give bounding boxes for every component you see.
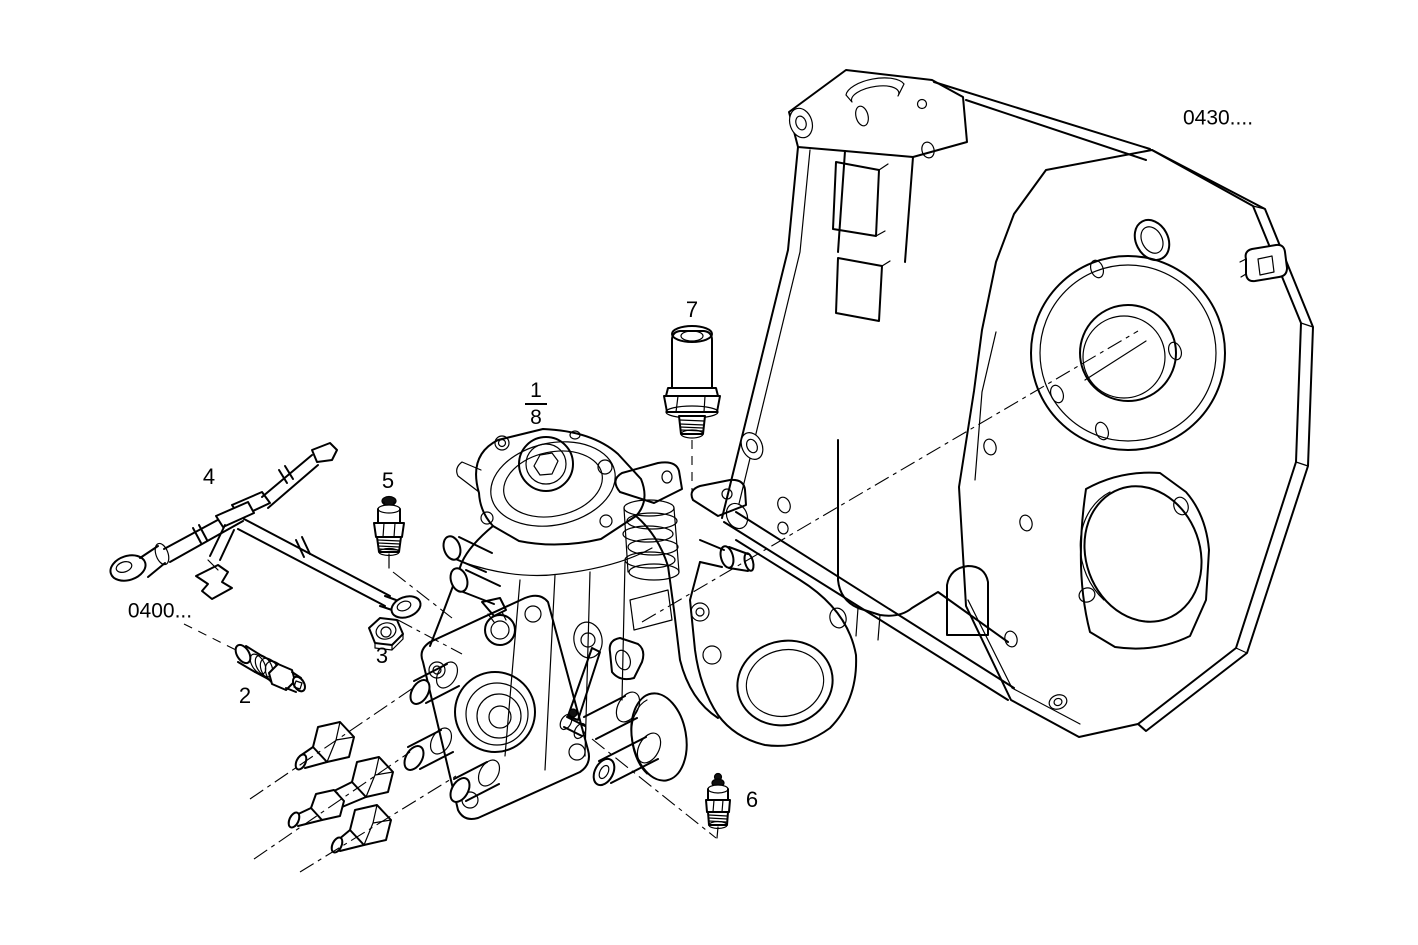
pump-shaft-tip <box>743 552 755 571</box>
housing-bearing-boss <box>1031 256 1225 450</box>
callout-item-6: 6 <box>745 787 759 812</box>
pump-to-housing-centerline <box>642 331 1138 622</box>
injection-pump <box>401 429 857 819</box>
valve-7 <box>664 326 720 438</box>
item6-leader <box>592 739 716 838</box>
housing-lower-opening <box>1066 470 1220 639</box>
ring-terminal <box>388 592 423 621</box>
ref-0400-leader <box>184 624 236 650</box>
fraction-bar <box>525 403 547 405</box>
callout-item-4: 4 <box>202 464 216 489</box>
housing-plug <box>1246 245 1287 281</box>
harness-clip <box>196 565 232 599</box>
callout-item-7: 7 <box>685 297 699 322</box>
pump-front-plate <box>422 596 589 819</box>
nut <box>369 618 403 650</box>
pump-delivery-ports <box>401 658 504 805</box>
spade-terminal <box>312 443 337 462</box>
fitting-5 <box>374 497 404 556</box>
pump-rear-cover <box>728 630 842 736</box>
ref-code-0430: 0430.... <box>1182 106 1254 130</box>
callout-item-2: 2 <box>238 683 252 708</box>
pump-valve-holders <box>584 688 665 788</box>
wiring-harness <box>107 443 423 622</box>
ref-code-0400: 0400... <box>127 599 193 623</box>
callout-item-3: 3 <box>375 643 389 668</box>
ring-terminal <box>107 551 149 585</box>
callout-item-1-8: 1 8 <box>525 380 547 428</box>
timing-gear-housing <box>722 70 1313 737</box>
fitting-6 <box>706 774 730 829</box>
item3-leader <box>398 620 462 654</box>
fraction-numerator: 1 <box>530 379 542 402</box>
item5-leader <box>393 572 452 618</box>
alignment-lines <box>184 331 1138 872</box>
union-nut-fittings <box>287 722 393 854</box>
callout-item-5: 5 <box>381 468 395 493</box>
pump-bottom-valve <box>558 709 588 740</box>
housing-bore <box>1080 305 1176 401</box>
sensor <box>233 642 308 693</box>
fraction-denominator: 8 <box>530 406 542 429</box>
